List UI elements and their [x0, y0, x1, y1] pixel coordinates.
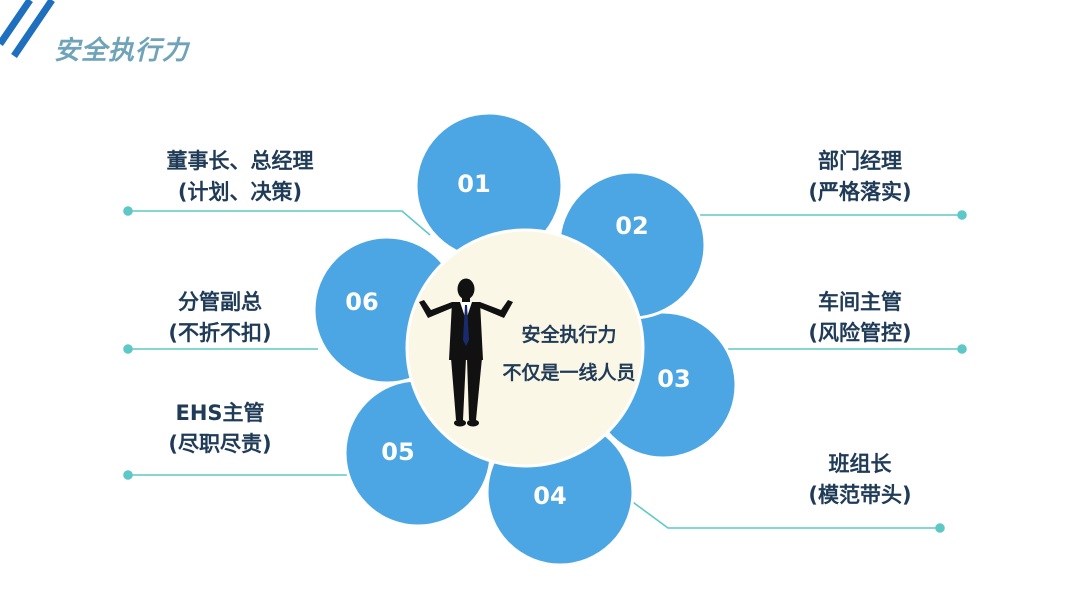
label-03-role: 车间主管: [818, 290, 902, 314]
petal-number-02: 02: [615, 212, 648, 240]
page-title: 安全执行力: [54, 36, 190, 66]
connector-lines: [123, 206, 967, 533]
petal-number-03: 03: [657, 365, 690, 393]
petal-number-04: 04: [533, 482, 566, 510]
connector-05-dot: [123, 470, 133, 480]
label-04: 班组长 (模范带头): [780, 449, 940, 511]
label-04-role: 班组长: [828, 452, 892, 476]
connector-04-dot: [935, 523, 945, 533]
label-02-role: 部门经理: [818, 149, 902, 173]
center-text: 安全执行力 不仅是一线人员: [484, 316, 654, 392]
petal-number-06: 06: [345, 288, 378, 316]
center-text-line2: 不仅是一线人员: [502, 362, 636, 384]
label-01-duty: (计划、决策): [177, 180, 303, 204]
label-03-duty: (风险管控): [808, 321, 912, 345]
connector-02-dot: [957, 210, 967, 220]
label-05-role: EHS主管: [175, 401, 265, 425]
label-01: 董事长、总经理 (计划、决策): [140, 146, 340, 208]
connector-03-dot: [957, 344, 967, 354]
connector-01-dot: [123, 206, 133, 216]
label-06: 分管副总 (不折不扣): [140, 287, 300, 349]
label-01-role: 董事长、总经理: [166, 149, 314, 173]
petal-numbers: 01 02 03 04 05 06: [345, 170, 690, 510]
label-05: EHS主管 (尽职尽责): [140, 398, 300, 460]
label-02-duty: (严格落实): [808, 180, 912, 204]
connector-04: [629, 499, 940, 529]
petal-number-05: 05: [381, 438, 414, 466]
center-text-line1: 安全执行力: [521, 324, 617, 346]
label-06-role: 分管副总: [178, 290, 262, 314]
corner-stripe-2: [11, 0, 55, 58]
person-arms-raised-icon: [419, 278, 513, 427]
label-02: 部门经理 (严格落实): [780, 146, 940, 208]
label-05-duty: (尽职尽责): [168, 432, 272, 456]
label-03: 车间主管 (风险管控): [780, 287, 940, 349]
petal-number-01: 01: [457, 170, 490, 198]
label-04-duty: (模范带头): [808, 483, 912, 507]
label-06-duty: (不折不扣): [168, 321, 272, 345]
connector-01: [128, 210, 431, 236]
corner-stripes: [0, 0, 55, 58]
corner-stripe-1: [0, 0, 33, 46]
connector-06-dot: [123, 344, 133, 354]
